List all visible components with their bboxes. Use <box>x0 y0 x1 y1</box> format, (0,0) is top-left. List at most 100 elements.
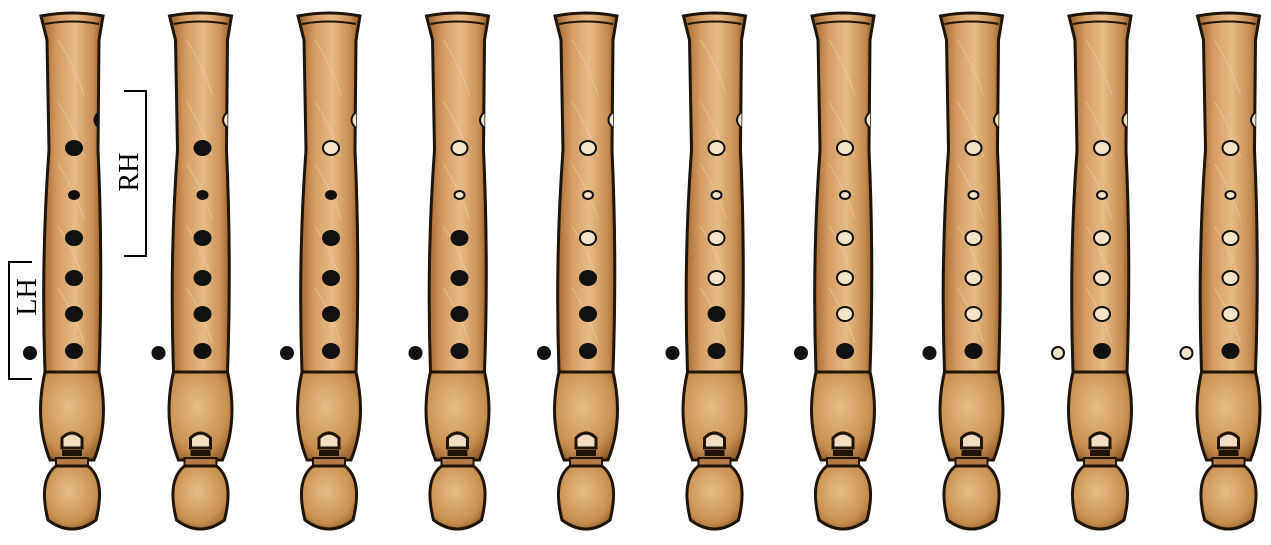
recorder-mouthpiece <box>1072 466 1127 529</box>
finger-hole <box>452 344 468 358</box>
finger-hole <box>66 231 82 245</box>
finger-hole <box>709 271 725 285</box>
recorder <box>24 13 103 529</box>
recorder <box>1052 13 1131 529</box>
recorder <box>281 13 360 529</box>
recorder-windway <box>62 450 82 456</box>
recorder-windway <box>833 450 853 456</box>
finger-hole <box>323 141 339 155</box>
recorder-windway <box>1219 450 1239 456</box>
recorder-window <box>319 433 339 448</box>
finger-hole <box>840 191 850 199</box>
finger-hole <box>195 231 211 245</box>
finger-hole <box>195 141 211 155</box>
finger-hole <box>1094 141 1110 155</box>
recorder-window <box>191 433 211 448</box>
finger-hole <box>66 344 82 358</box>
finger-hole <box>580 307 596 321</box>
finger-hole <box>323 307 339 321</box>
recorder-windway <box>962 450 982 456</box>
finger-hole <box>1094 271 1110 285</box>
recorder-mouthpiece <box>430 466 485 529</box>
finger-hole <box>966 344 982 358</box>
recorder-windway <box>705 450 725 456</box>
recorder <box>1181 13 1260 529</box>
recorder-windway <box>319 450 339 456</box>
finger-hole <box>452 231 468 245</box>
recorder-mouthpiece <box>44 466 99 529</box>
finger-hole <box>1094 307 1110 321</box>
recorder-window <box>62 433 82 448</box>
recorder <box>153 13 232 529</box>
recorder-mouthpiece <box>815 466 870 529</box>
recorder-windway <box>191 450 211 456</box>
finger-hole <box>837 344 853 358</box>
finger-hole <box>1223 271 1239 285</box>
recorder-mouthpiece <box>301 466 356 529</box>
recorder <box>410 13 489 529</box>
finger-hole <box>966 307 982 321</box>
recorder-window <box>962 433 982 448</box>
finger-hole <box>1094 344 1110 358</box>
recorder-windway <box>448 450 468 456</box>
finger-hole <box>1223 307 1239 321</box>
thumb-hole <box>538 347 550 359</box>
recorder-windway <box>576 450 596 456</box>
recorder-mouthpiece <box>173 466 228 529</box>
left-hand-label: LH <box>12 278 43 315</box>
finger-hole <box>1097 191 1107 199</box>
finger-hole <box>452 307 468 321</box>
finger-hole <box>1094 231 1110 245</box>
recorder <box>538 13 617 529</box>
recorder-window <box>576 433 596 448</box>
finger-hole <box>323 231 339 245</box>
recorder-list <box>24 13 1260 529</box>
recorder-window <box>1090 433 1110 448</box>
thumb-hole <box>281 347 293 359</box>
finger-hole <box>1223 344 1239 358</box>
finger-hole <box>837 141 853 155</box>
finger-hole <box>837 307 853 321</box>
finger-hole <box>1223 231 1239 245</box>
finger-hole <box>323 271 339 285</box>
left-hand-bracket: LH <box>9 262 43 379</box>
finger-hole <box>66 271 82 285</box>
finger-hole <box>966 141 982 155</box>
finger-hole <box>1226 191 1236 199</box>
recorder-mouthpiece <box>558 466 613 529</box>
finger-hole <box>455 191 465 199</box>
finger-hole <box>69 191 79 199</box>
finger-hole <box>580 271 596 285</box>
recorder-mouthpiece <box>944 466 999 529</box>
recorder <box>795 13 874 529</box>
thumb-hole <box>924 347 936 359</box>
finger-hole <box>198 191 208 199</box>
finger-hole <box>709 141 725 155</box>
finger-hole <box>452 141 468 155</box>
finger-hole <box>837 231 853 245</box>
finger-hole <box>195 344 211 358</box>
right-hand-label: RH <box>114 153 145 192</box>
thumb-hole <box>1181 347 1193 359</box>
finger-hole <box>66 307 82 321</box>
thumb-hole <box>24 347 36 359</box>
recorder-windway <box>1090 450 1110 456</box>
finger-hole <box>966 231 982 245</box>
finger-hole <box>837 271 853 285</box>
finger-hole <box>709 344 725 358</box>
finger-hole <box>326 191 336 199</box>
recorder <box>667 13 746 529</box>
recorder-window <box>448 433 468 448</box>
recorder-window <box>1219 433 1239 448</box>
finger-hole <box>323 344 339 358</box>
recorder-mouthpiece <box>687 466 742 529</box>
right-hand-bracket: RH <box>114 91 146 256</box>
thumb-hole <box>153 347 165 359</box>
finger-hole <box>452 271 468 285</box>
finger-hole <box>580 344 596 358</box>
finger-hole <box>195 307 211 321</box>
recorder-window <box>833 433 853 448</box>
finger-hole <box>709 231 725 245</box>
finger-hole <box>969 191 979 199</box>
